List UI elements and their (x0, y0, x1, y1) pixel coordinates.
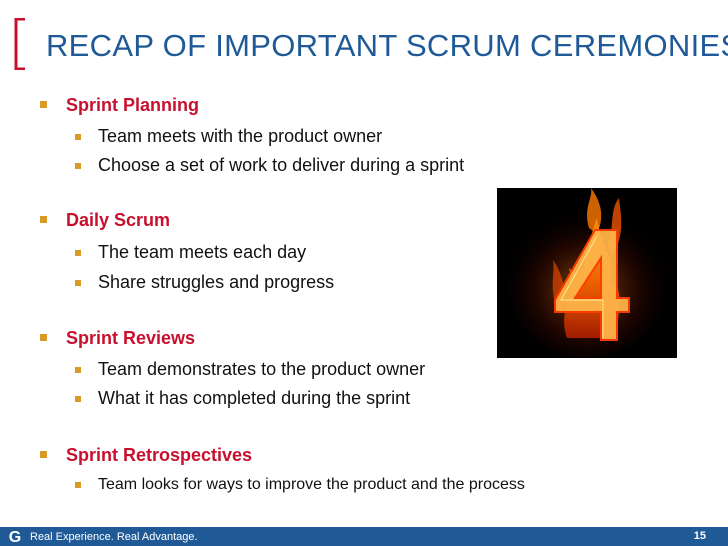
sub-bullet-icon (75, 280, 81, 286)
section-item: Choose a set of work to deliver during a… (98, 155, 465, 175)
bullet-icon (40, 216, 47, 223)
sub-bullet-icon (75, 396, 81, 402)
section-item: The team meets each day (98, 242, 307, 262)
section-item: What it has completed during the sprint (98, 388, 411, 408)
sub-bullet-icon (75, 250, 81, 256)
svg-text:G: G (9, 529, 21, 545)
section-item: Team meets with the product owner (98, 126, 383, 146)
title-bracket-icon (14, 18, 25, 70)
bullet-icon (40, 451, 47, 458)
section-heading: Sprint Retrospectives (66, 445, 253, 465)
section-heading: Sprint Reviews (66, 328, 196, 348)
section-heading: Sprint Planning (66, 95, 199, 115)
flaming-four-image (497, 188, 677, 358)
footer-tagline: Real Experience. Real Advantage. (30, 531, 198, 543)
section-item: Team looks for ways to improve the produ… (98, 476, 525, 493)
slide-title: RECAP OF IMPORTANT SCRUM CEREMONIES (46, 28, 728, 63)
section-item: Team demonstrates to the product owner (98, 359, 426, 379)
footer-bar: G Real Experience. Real Advantage. 15 (0, 527, 728, 546)
sub-bullet-icon (75, 482, 81, 488)
bullet-icon (40, 101, 47, 108)
bullet-icon (40, 334, 47, 341)
company-logo-icon: G (9, 529, 21, 545)
flaming-four-icon (497, 188, 677, 358)
section-heading: Daily Scrum (66, 210, 171, 230)
sub-bullet-icon (75, 134, 81, 140)
section-item: Share struggles and progress (98, 272, 335, 292)
page-number: 15 (693, 530, 706, 542)
sub-bullet-icon (75, 163, 81, 169)
sub-bullet-icon (75, 367, 81, 373)
